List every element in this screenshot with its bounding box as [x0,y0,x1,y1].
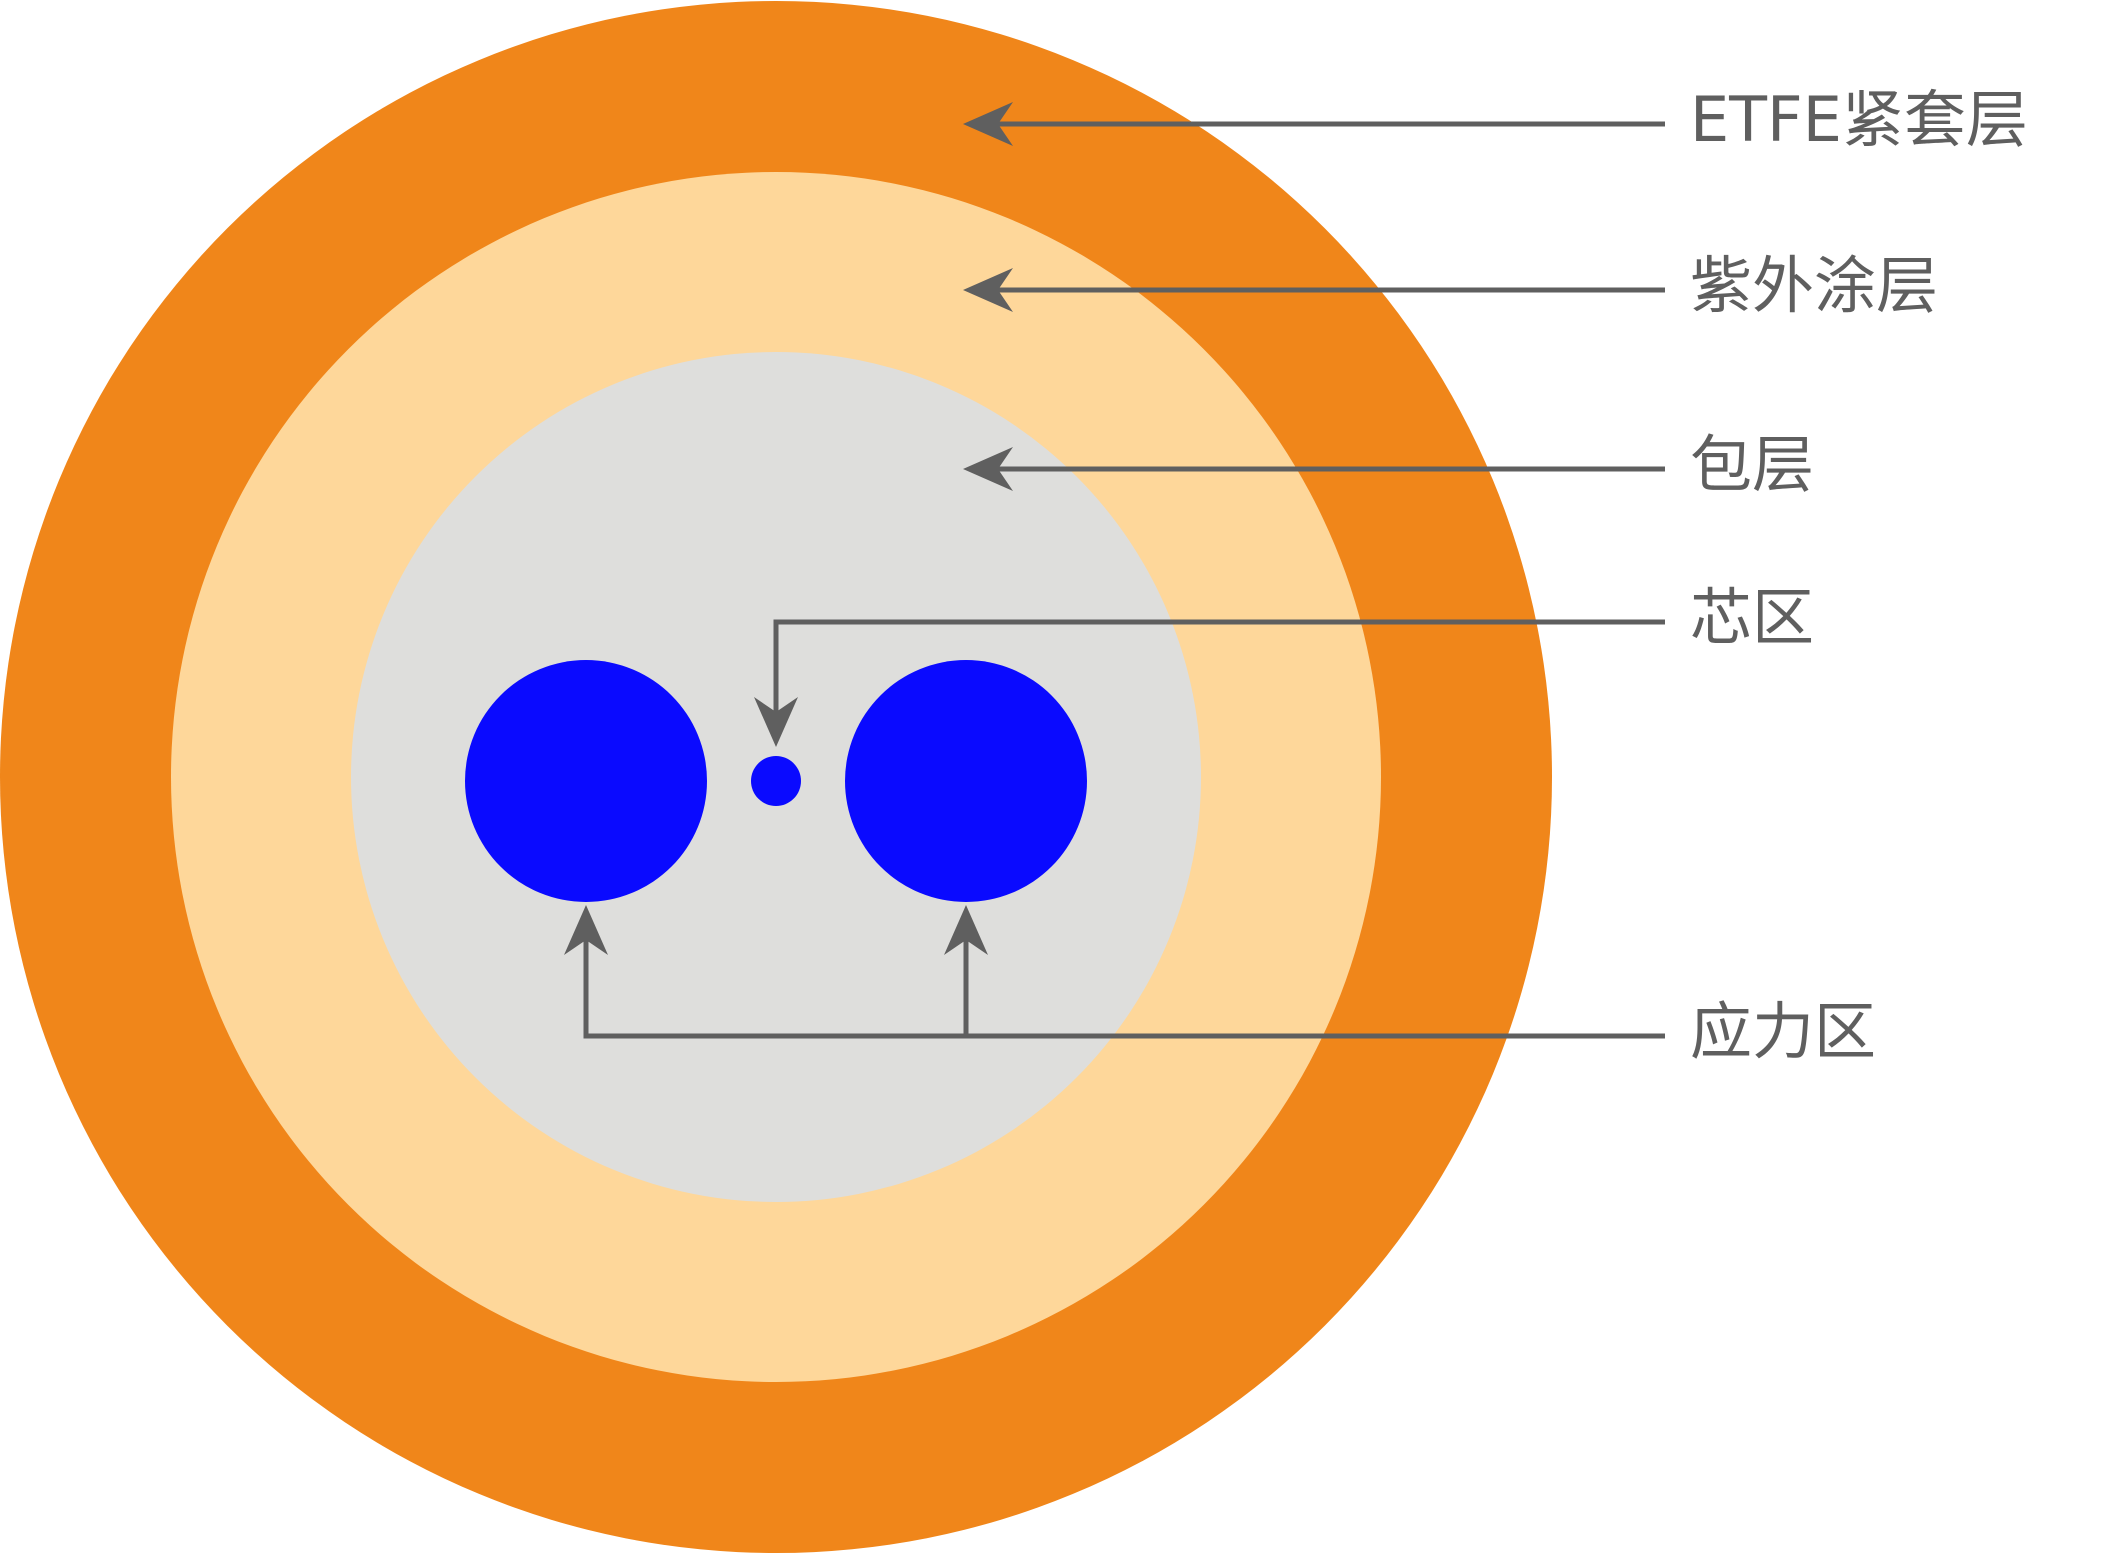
arrowhead-cladding [963,447,1013,491]
stress-rod-right [845,660,1087,902]
leader-line-core [773,619,1665,712]
label-uv-coating: 紫外涂层 [1690,249,1938,322]
arrowhead-etfe [963,102,1013,146]
label-stress-zone: 应力区 [1690,995,1876,1068]
stress-rod-left [465,660,707,902]
arrowhead-stress-right [944,905,988,955]
label-cladding: 包层 [1690,428,1814,501]
label-core: 芯区 [1690,581,1814,654]
arrowhead-uv-coating [963,268,1013,312]
label-etfe-jacket: ETFE紧套层 [1690,83,2028,156]
arrowhead-core [754,697,798,747]
arrowhead-stress-left [564,905,608,955]
leader-line-stress-zone [583,940,1665,1039]
fiber-core [751,756,801,806]
